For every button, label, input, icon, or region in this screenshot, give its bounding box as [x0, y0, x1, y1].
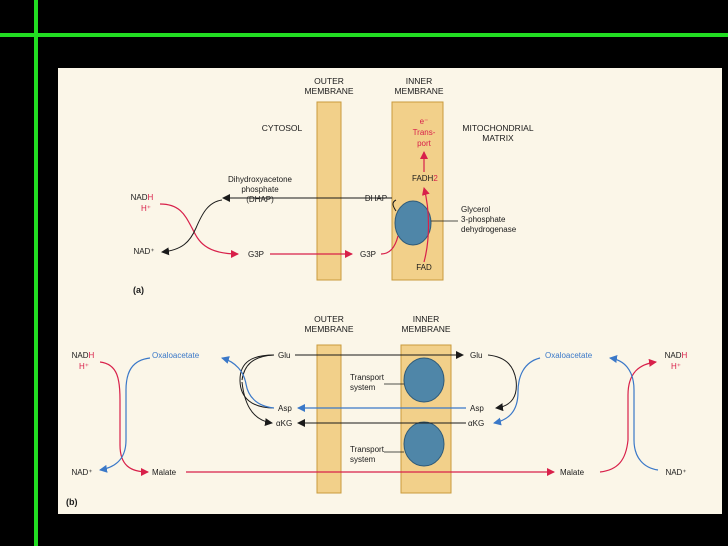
glu-left-label: Glu [278, 351, 290, 360]
transport-system-2-line-2: system [350, 455, 376, 464]
dhap-link [392, 199, 397, 212]
dhap-name-3: (DHAP) [246, 195, 274, 204]
glu-to-akg-arrow-left [241, 381, 273, 427]
g3p-left-label: G3P [248, 250, 264, 259]
matrix-label-2: MATRIX [482, 133, 514, 143]
panel-b: OUTER MEMBRANE INNER MEMBRANE Transport … [66, 314, 688, 507]
enzyme-label-3: dehydrogenase [461, 225, 517, 234]
outer-membrane-label-b-1: OUTER [314, 314, 344, 324]
frame-line-horizontal [0, 33, 728, 37]
oxaloacetate-to-asp-arrow-right [493, 357, 541, 426]
outer-membrane-b [316, 344, 342, 494]
dhap-reduction-curve [161, 199, 223, 256]
oxaloacetate-left-label: Oxaloacetate [152, 351, 200, 360]
panel-a: OUTER MEMBRANE INNER MEMBRANE CYTOSOL MI… [131, 76, 534, 295]
g3p-to-enzyme [380, 235, 399, 255]
nadh-right-label: NADH [665, 351, 688, 360]
nad-to-oxaloacetate-curve-right [609, 355, 659, 471]
akg-left-label: αKG [276, 419, 292, 428]
h-plus-right-label: H⁺ [671, 362, 681, 371]
asp-to-oxaloacetate-arrow-left [221, 356, 275, 409]
outer-membrane-label-a-1: OUTER [314, 76, 344, 86]
glu-to-akg-loop-left [239, 354, 275, 409]
nadh-label-a: NADH [131, 193, 154, 202]
outer-membrane-label-b-2: MEMBRANE [304, 324, 353, 334]
fad-reduction-arrow [421, 187, 430, 263]
malate-right-label: Malate [560, 468, 585, 477]
dhap-name-2: phosphate [241, 185, 279, 194]
outer-membrane-label-a-2: MEMBRANE [304, 86, 353, 96]
nad-plus-right-label: NAD⁺ [665, 468, 686, 477]
transport-label-2: port [417, 139, 432, 148]
oxaloacetate-reduction-curve-left [99, 357, 151, 473]
enzyme-label-2: 3-phosphate [461, 215, 506, 224]
transport-system-1-line-1: Transport [350, 373, 385, 382]
fad-label: FAD [416, 263, 432, 272]
transport-system-1-line-2: system [350, 383, 376, 392]
glu-right-label: Glu [470, 351, 482, 360]
inner-membrane-label-b-2: MEMBRANE [401, 324, 450, 334]
inner-membrane-a [391, 101, 444, 281]
nadh-to-malate-curve-left [99, 361, 149, 476]
transport-system-2-line-1: Transport [350, 445, 385, 454]
panel-a-label: (a) [133, 285, 144, 295]
panel-b-label: (b) [66, 497, 78, 507]
outer-membrane-a [316, 101, 342, 281]
dhap-name-1: Dihydroxyacetone [228, 175, 293, 184]
matrix-label-1: MITOCHONDRIAL [462, 123, 533, 133]
figure-panel [58, 68, 722, 514]
frame-line-vertical [34, 0, 38, 546]
fadh2-label: FADH2 [412, 174, 438, 183]
asp-right-label: Asp [470, 404, 484, 413]
nadh-oxidation-curve [159, 203, 239, 258]
h-plus-label-a: H⁺ [141, 204, 151, 213]
g3p-right-label: G3P [360, 250, 376, 259]
electron-label: e⁻ [420, 117, 429, 126]
transport-protein-1 [403, 357, 445, 403]
inner-membrane-label-a-1: INNER [406, 76, 432, 86]
glu-to-asp-loop-right [487, 354, 517, 412]
asp-left-label: Asp [278, 404, 292, 413]
enzyme-label-1: Glycerol [461, 205, 491, 214]
glycerol-3p-dehydrogenase-protein [394, 200, 432, 246]
inner-membrane-label-b-1: INNER [413, 314, 439, 324]
inner-membrane-label-a-2: MEMBRANE [394, 86, 443, 96]
glu-loop-upper-left [241, 354, 275, 381]
malate-to-nadh-curve-right [599, 358, 657, 473]
malate-left-label: Malate [152, 468, 177, 477]
cytosol-label: CYTOSOL [262, 123, 303, 133]
nadh-left-label: NADH [72, 351, 95, 360]
oxaloacetate-right-label: Oxaloacetate [545, 351, 593, 360]
nad-plus-left-label: NAD⁺ [71, 468, 92, 477]
nad-plus-label-a: NAD⁺ [133, 247, 154, 256]
akg-right-label: αKG [468, 419, 484, 428]
h-plus-left-label: H⁺ [79, 362, 89, 371]
transport-label-1: Trans- [413, 128, 436, 137]
transport-protein-2 [403, 421, 445, 467]
